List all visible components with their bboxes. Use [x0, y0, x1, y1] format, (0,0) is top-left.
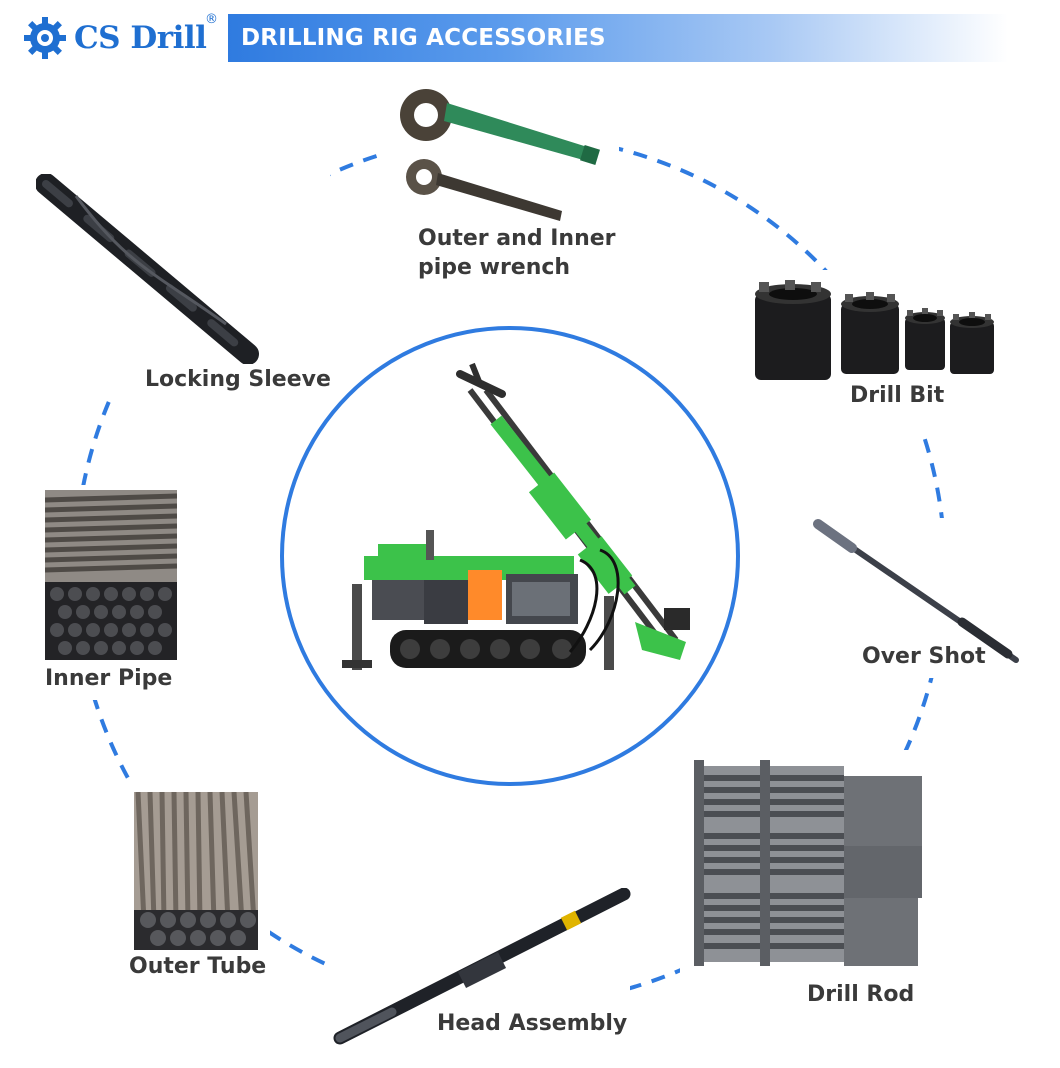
outer-tube-image [134, 792, 258, 950]
registered-mark: ® [205, 12, 218, 27]
label-pipe-wrench: Outer and Inner pipe wrench [418, 224, 616, 282]
drill-rod-image [694, 760, 922, 966]
brand-logo: CS Drill ® [22, 12, 222, 64]
page-title: DRILLING RIG ACCESSORIES [241, 25, 606, 51]
locking-sleeve-image [36, 174, 259, 364]
label-drill-rod: Drill Rod [807, 982, 915, 1007]
over-shot-image [813, 519, 1019, 663]
head-assembly-image [333, 888, 631, 1045]
drill-bit-image [755, 280, 994, 380]
inner-pipe-image [45, 490, 177, 660]
label-drill-bit: Drill Bit [850, 383, 945, 408]
gear-icon [24, 17, 66, 59]
header-banner: DRILLING RIG ACCESSORIES [228, 14, 1008, 62]
pipe-wrench-image [400, 89, 600, 221]
label-outer-tube: Outer Tube [129, 954, 267, 979]
drilling-rig-image [342, 362, 690, 670]
drill-bit-small [905, 308, 945, 370]
brand-name: CS Drill [74, 20, 207, 56]
label-over-shot: Over Shot [862, 644, 986, 669]
drill-bit-large [755, 280, 831, 380]
drill-bit-medium [841, 292, 899, 374]
label-inner-pipe: Inner Pipe [45, 666, 173, 691]
label-locking-sleeve: Locking Sleeve [145, 367, 331, 392]
label-pipe-wrench-line-2: pipe wrench [418, 255, 571, 280]
label-pipe-wrench-line-1: Outer and Inner [418, 226, 616, 251]
label-head-assembly: Head Assembly [437, 1011, 628, 1036]
drill-bit-smallest [950, 312, 994, 374]
